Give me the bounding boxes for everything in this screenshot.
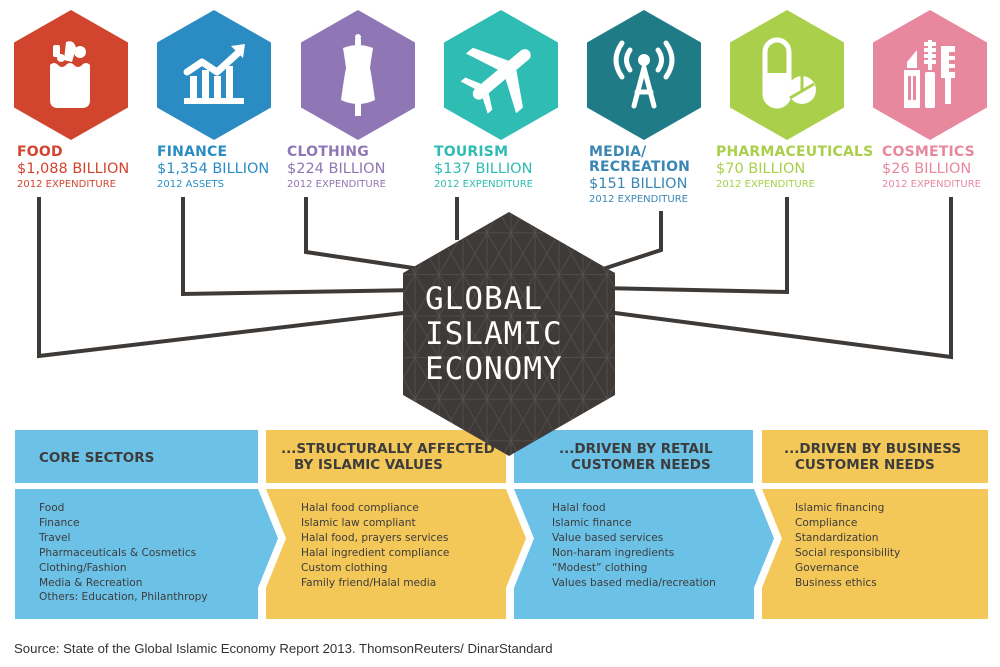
band-title-line2: CUSTOMER NEEDS xyxy=(571,457,711,473)
band-title-line1: ...DRIVEN BY RETAIL xyxy=(559,441,713,457)
sector-name: FOOD xyxy=(17,144,63,160)
list-item: Food xyxy=(39,502,65,514)
sector-name-line1: MEDIA/ xyxy=(589,144,647,160)
sector-name: CLOTHING xyxy=(287,144,369,160)
dress-form-icon xyxy=(341,34,375,116)
sector-label-cosmetics: COSMETICS $26 BILLION 2012 EXPENDITURE xyxy=(882,145,981,190)
band-body-core-sectors: Food Finance Travel Pharmaceuticals & Co… xyxy=(15,489,278,619)
center-title-line1: GLOBAL xyxy=(425,281,543,317)
list-item: Halal food compliance xyxy=(301,502,419,514)
band-head-business-needs: ...DRIVEN BY BUSINESS CUSTOMER NEEDS xyxy=(762,430,988,483)
list-item: Compliance xyxy=(795,516,858,529)
list-item: Business ethics xyxy=(795,576,877,589)
center-title: GLOBAL ISLAMIC ECONOMY xyxy=(403,282,615,387)
sector-label-pharmaceuticals: PHARMACEUTICALS $70 BILLION 2012 EXPENDI… xyxy=(716,145,873,190)
sector-value: $70 BILLION xyxy=(716,161,806,177)
sector-value: $1,088 BILLION xyxy=(17,161,130,177)
connector-food xyxy=(37,197,421,359)
list-item: Clothing/Fashion xyxy=(39,561,127,574)
list-item: Media & Recreation xyxy=(39,576,143,589)
list-item: Islamic finance xyxy=(552,516,632,529)
sector-label-clothing: CLOTHING $224 BILLION 2012 EXPENDITURE xyxy=(287,145,386,190)
connector-finance xyxy=(181,197,421,297)
band-title-line1: ...DRIVEN BY BUSINESS xyxy=(784,441,962,457)
list-item: Pharmaceuticals & Cosmetics xyxy=(39,546,197,559)
sector-note: 2012 EXPENDITURE xyxy=(17,178,116,190)
list-item: Halal food, prayers services xyxy=(301,531,449,544)
sector-note: 2012 EXPENDITURE xyxy=(882,178,981,190)
band-title-line2: CUSTOMER NEEDS xyxy=(795,457,935,473)
list-item: Custom clothing xyxy=(301,561,388,574)
retail-needs-list: Halal food Islamic finance Value based s… xyxy=(552,501,716,590)
sector-value: $26 BILLION xyxy=(882,161,972,177)
sector-name-line2: RECREATION xyxy=(589,159,691,175)
sector-note: 2012 EXPENDITURE xyxy=(716,178,815,190)
list-item: Islamic financing xyxy=(795,502,885,514)
sector-name: COSMETICS xyxy=(882,144,975,160)
connector-pharmaceuticals xyxy=(599,197,789,295)
band-body-structurally-affected: Halal food compliance Islamic law compli… xyxy=(266,489,526,619)
sector-note: 2012 ASSETS xyxy=(157,178,224,190)
pill-icon xyxy=(762,37,816,109)
list-item: Values based media/recreation xyxy=(552,576,716,589)
business-needs-list: Islamic financing Compliance Standardiza… xyxy=(795,501,900,590)
broadcast-tower-icon xyxy=(613,40,675,109)
airplane-icon xyxy=(460,47,531,114)
band-body-retail-needs: Halal food Islamic finance Value based s… xyxy=(514,489,774,619)
list-item: Governance xyxy=(795,561,859,574)
source-caption: Source: State of the Global Islamic Econ… xyxy=(14,641,553,656)
list-item: Halal ingredient compliance xyxy=(301,546,450,559)
sector-note: 2012 EXPENDITURE xyxy=(434,178,533,190)
connector-media xyxy=(599,211,663,272)
list-item: Social responsibility xyxy=(795,546,901,559)
list-item: Family friend/Halal media xyxy=(301,576,437,589)
sector-label-tourism: TOURISM $137 BILLION 2012 EXPENDITURE xyxy=(434,145,533,190)
rising-chart-icon xyxy=(183,44,245,104)
list-item: Finance xyxy=(39,516,80,529)
cosmetics-icon xyxy=(904,40,955,108)
list-item: Halal food xyxy=(552,502,606,514)
sector-value: $1,354 BILLION xyxy=(157,161,270,177)
sector-label-media: MEDIA/ RECREATION $151 BILLION 2012 EXPE… xyxy=(589,145,690,205)
sector-value: $224 BILLION xyxy=(287,161,386,177)
list-item: Islamic law compliant xyxy=(301,516,416,529)
sector-name: FINANCE xyxy=(157,144,228,160)
sector-label-finance: FINANCE $1,354 BILLION 2012 ASSETS xyxy=(157,145,269,190)
sector-name: TOURISM xyxy=(434,144,509,160)
band-title: ...STRUCTURALLY AFFECTED BY ISLAMIC VALU… xyxy=(281,441,495,473)
band-head-retail-needs: ...DRIVEN BY RETAIL CUSTOMER NEEDS xyxy=(514,430,753,483)
list-item: Standardization xyxy=(795,531,879,544)
list-item: Value based services xyxy=(552,531,664,544)
list-item: “Modest” clothing xyxy=(552,561,648,574)
band-head-core-sectors: CORE SECTORS xyxy=(15,430,258,483)
structurally-affected-list: Halal food compliance Islamic law compli… xyxy=(301,501,449,590)
band-title: ...DRIVEN BY RETAIL CUSTOMER NEEDS xyxy=(559,441,713,473)
sector-value: $137 BILLION xyxy=(434,161,533,177)
grocery-bag-icon xyxy=(50,41,90,108)
center-title-line2: ISLAMIC xyxy=(425,316,563,352)
list-item: Travel xyxy=(39,531,71,544)
sector-label-food: FOOD $1,088 BILLION 2012 EXPENDITURE xyxy=(17,145,129,190)
band-title-line2: BY ISLAMIC VALUES xyxy=(294,457,443,473)
core-sectors-list: Food Finance Travel Pharmaceuticals & Co… xyxy=(39,501,208,605)
sector-name: PHARMACEUTICALS xyxy=(716,144,874,160)
sector-value: $151 BILLION xyxy=(589,176,688,192)
band-body-business-needs: Islamic financing Compliance Standardiza… xyxy=(762,489,988,619)
band-head-structurally-affected: ...STRUCTURALLY AFFECTED BY ISLAMIC VALU… xyxy=(266,430,506,483)
band-title: CORE SECTORS xyxy=(39,450,155,466)
list-item: Non-haram ingredients xyxy=(552,546,675,559)
list-item: Others: Education, Philanthropy xyxy=(39,591,208,604)
band-title-line1: ...STRUCTURALLY AFFECTED xyxy=(281,441,495,457)
connector-cosmetics xyxy=(599,197,953,360)
band-title: ...DRIVEN BY BUSINESS CUSTOMER NEEDS xyxy=(784,441,961,473)
sector-note: 2012 EXPENDITURE xyxy=(589,193,688,205)
sector-note: 2012 EXPENDITURE xyxy=(287,178,386,190)
connector-clothing xyxy=(304,197,421,271)
center-title-line3: ECONOMY xyxy=(425,351,563,387)
